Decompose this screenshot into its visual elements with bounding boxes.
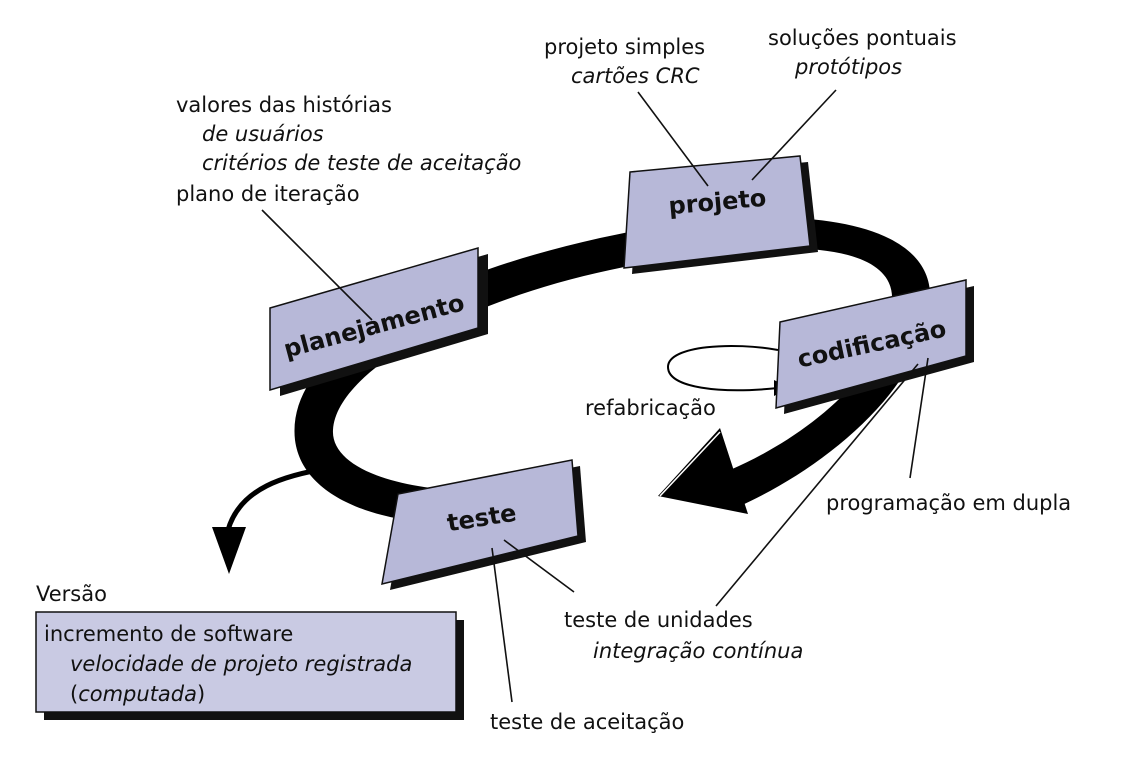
cycle-arrowhead xyxy=(658,428,748,514)
planning-note-iteration-plan: plano de iteração xyxy=(176,182,360,206)
coding-note-refactoring: refabricação xyxy=(585,396,716,420)
release-software-increment: incremento de software xyxy=(44,622,293,646)
design-note-simple-design: projeto simples xyxy=(544,35,705,59)
testing-note-acceptance-test: teste de aceitação xyxy=(490,710,684,734)
cycle-arrowhead-highlight xyxy=(659,431,721,497)
release-project-velocity: velocidade de projeto registrada xyxy=(70,652,412,676)
design-note-crc-cards: cartões CRC xyxy=(571,64,700,88)
phase-box-planejamento: planejamento xyxy=(269,247,488,396)
planning-note-story-values: valores das histórias xyxy=(176,93,392,117)
design-note-prototypes: protótipos xyxy=(794,55,902,79)
design-note-spike-solutions: soluções pontuais xyxy=(768,26,957,50)
callout-continuous-integration xyxy=(715,363,919,607)
coding-note-pair-programming: programação em dupla xyxy=(826,491,1071,515)
testing-note-unit-tests: teste de unidades xyxy=(564,608,753,632)
callout-planning xyxy=(261,209,373,321)
callout-pair-programming xyxy=(909,357,929,479)
planning-note-acceptance-criteria: critérios de teste de aceitação xyxy=(202,151,521,175)
refactoring-loop xyxy=(666,344,779,392)
phase-box-codificacao: codificação xyxy=(775,279,974,414)
callout-prototypes xyxy=(751,89,837,181)
testing-note-continuous-integration: integração contínua xyxy=(593,639,803,663)
callout-simple-design xyxy=(637,91,709,187)
callout-unit-tests xyxy=(503,539,575,593)
phase-box-projeto: projeto xyxy=(623,155,818,274)
release-exit-curve xyxy=(225,465,331,531)
callout-acceptance-test xyxy=(491,547,513,703)
phase-box-teste: teste xyxy=(381,459,586,590)
release-label: Versão xyxy=(36,582,107,606)
release-box: incremento de software velocidade de pro… xyxy=(35,611,464,720)
release-exit-arrowhead xyxy=(212,527,246,574)
release-computed-note: (computada) xyxy=(70,682,205,706)
planning-note-user-stories: de usuários xyxy=(202,122,324,146)
